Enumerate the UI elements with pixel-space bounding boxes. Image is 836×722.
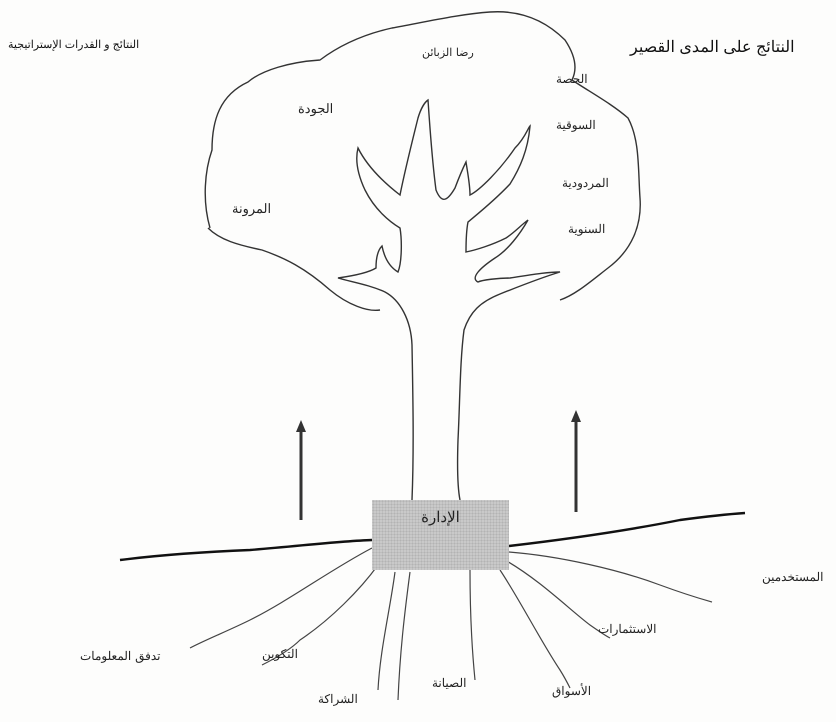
management-box: الإدارة (372, 500, 509, 570)
crown-label-quality: الجودة (298, 102, 333, 117)
root-label-partnership: الشراكة (318, 692, 358, 706)
crown-label-share: الحصة (556, 72, 588, 86)
arrow-left-head (296, 420, 306, 432)
root-line (509, 552, 712, 602)
strategic-results-title: النتائج و القدرات الإستراتيجية (8, 38, 139, 51)
root-label-investments: الاستثمارات (598, 622, 657, 636)
root-line (470, 570, 475, 680)
crown-label-profitability: المردودية (562, 176, 609, 190)
root-label-training: التكوين (262, 647, 298, 661)
short-term-results-title: النتائج على المدى القصير (630, 37, 795, 57)
root-line (500, 570, 570, 688)
root-line (505, 560, 610, 638)
root-label-maintenance: الصيانة (432, 676, 466, 690)
root-label-information-flow: تدفق المعلومات (80, 649, 160, 663)
root-line (378, 572, 395, 690)
crown-label-customer-satisfaction: رضا الزبائن (422, 46, 474, 59)
tree-trunk-outline (338, 100, 560, 500)
crown-label-reputation: السوقية (556, 118, 596, 132)
root-label-users: المستخدمين (762, 570, 823, 584)
root-line (398, 572, 410, 700)
root-line (190, 548, 372, 648)
arrow-right-head (571, 410, 581, 422)
crown-label-annual: السنوية (568, 222, 605, 236)
crown-label-flexibility: المرونة (232, 202, 271, 217)
management-label: الإدارة (372, 508, 509, 526)
root-label-markets: الأسواق (552, 684, 591, 698)
